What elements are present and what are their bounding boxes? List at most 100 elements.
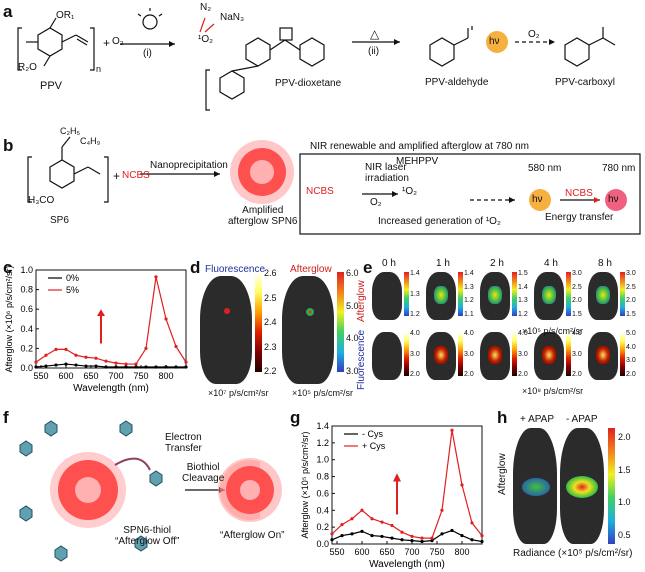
afterglow-spot [306, 308, 314, 316]
y-tick-label: 1.2 [316, 438, 329, 448]
d-fluorescence-title: Fluorescence [205, 264, 266, 275]
data-point [480, 539, 484, 544]
up-arrow-head [97, 309, 105, 317]
data-point [154, 275, 158, 279]
data-point [144, 346, 148, 350]
y-axis-label: Afterglow (×10⁵ p/s/cm²/sr) [300, 431, 310, 538]
x-tick-label: 600 [58, 371, 73, 381]
data-point [44, 353, 48, 357]
e-colorbar [566, 272, 571, 316]
data-point [460, 533, 464, 538]
e-time-label: 0 h [382, 258, 396, 269]
e-colorbar [458, 272, 463, 316]
ppv-label: PPV [40, 80, 63, 92]
panel-label-b: b [3, 136, 14, 155]
n-label: n [96, 64, 102, 74]
x-tick-label: 650 [379, 547, 394, 557]
e-colorbar [620, 332, 625, 376]
mouse-image-d1 [200, 276, 252, 384]
data-point [340, 533, 344, 538]
e-scale-tick: 2.0 [572, 297, 582, 305]
data-point [74, 363, 78, 367]
data-point [330, 538, 334, 542]
data-point [54, 347, 58, 351]
e-scale-tick: 2.0 [518, 371, 528, 378]
e-scale-tick: 2.0 [410, 371, 420, 378]
e-fluorescence-mouse [480, 332, 510, 380]
data-point [470, 521, 474, 525]
e-scale-tick: 1.4 [518, 283, 528, 291]
e-colorbar [404, 272, 409, 316]
data-point [380, 520, 384, 524]
or1-label: OR₁ [56, 10, 75, 21]
data-point [480, 533, 484, 538]
x-tick-label: 700 [404, 547, 419, 557]
data-point [370, 517, 374, 521]
data-point [340, 523, 344, 527]
legend-label: 5% [66, 285, 79, 295]
e-scale-tick: 4.0 [626, 343, 636, 351]
data-point [104, 359, 108, 363]
e-scale-tick: 2.0 [464, 371, 474, 378]
e-scale-tick: 2.5 [572, 283, 582, 291]
series-line [35, 276, 187, 365]
data-point [430, 536, 434, 540]
d-scale-tick: 3.0 [346, 365, 359, 376]
d-scale-tick: 4.0 [346, 333, 359, 344]
e-fluorescence-mouse [534, 332, 564, 380]
mouse-image-d2 [282, 276, 334, 384]
data-point [114, 361, 118, 365]
d-unit-2: ×10⁵ p/s/cm²/sr [292, 388, 353, 398]
e-colorbar [566, 332, 571, 376]
data-point [450, 528, 454, 533]
data-point [470, 538, 474, 542]
e-scale-tick: 4.0 [410, 330, 420, 337]
e-scale-tick: 3.0 [410, 350, 420, 358]
y-tick-label: 0.6 [20, 304, 33, 314]
data-point [360, 529, 364, 533]
h-colorbar [608, 428, 615, 544]
x-axis-label: Wavelength (nm) [73, 383, 149, 394]
hv-a: hν [489, 36, 500, 47]
e-scale-tick: 1.2 [410, 311, 420, 318]
e-colorbar [512, 272, 517, 316]
e-colorbar [404, 332, 409, 376]
y-tick-label: 0.0 [20, 363, 33, 373]
e-scale-tick: 1.3 [518, 297, 528, 305]
x-tick-label: 650 [83, 371, 98, 381]
increased-label: Increased generation of ¹O₂ [378, 216, 501, 227]
c2h5-label: C₂H₅ [60, 126, 81, 136]
data-point [154, 365, 158, 369]
data-point [390, 536, 394, 540]
energy-transfer: Energy transfer [545, 212, 614, 223]
data-point [94, 356, 98, 360]
e-colorbar [512, 332, 517, 376]
panel-label-e: e [363, 258, 373, 277]
y-axis-label: Afterglow (×10⁶ p/s/cm²/sr) [4, 266, 14, 373]
x-tick-label: 800 [454, 547, 469, 557]
panel-label-f: f [3, 408, 9, 427]
y-tick-label: 1.0 [20, 265, 33, 275]
e-scale-tick: 1.5 [518, 270, 528, 277]
e-scale-tick: 3.0 [572, 270, 582, 277]
data-point [380, 534, 384, 539]
data-point [64, 362, 68, 366]
e-scale-tick: 1.3 [410, 290, 420, 298]
singlet-o2-a: ¹O₂ [198, 34, 213, 45]
x-tick-label: 700 [108, 371, 123, 381]
d-unit-1: ×10⁷ p/s/cm²/sr [208, 388, 269, 398]
y-tick-label: 0.8 [20, 285, 33, 295]
e-row-fluorescence: Fluorescence [356, 329, 367, 390]
e-signal [596, 346, 610, 364]
hv-b1: hν [532, 194, 543, 205]
data-point [350, 517, 354, 521]
panel-label-a: a [3, 2, 13, 21]
y-tick-label: 0.0 [316, 539, 329, 549]
